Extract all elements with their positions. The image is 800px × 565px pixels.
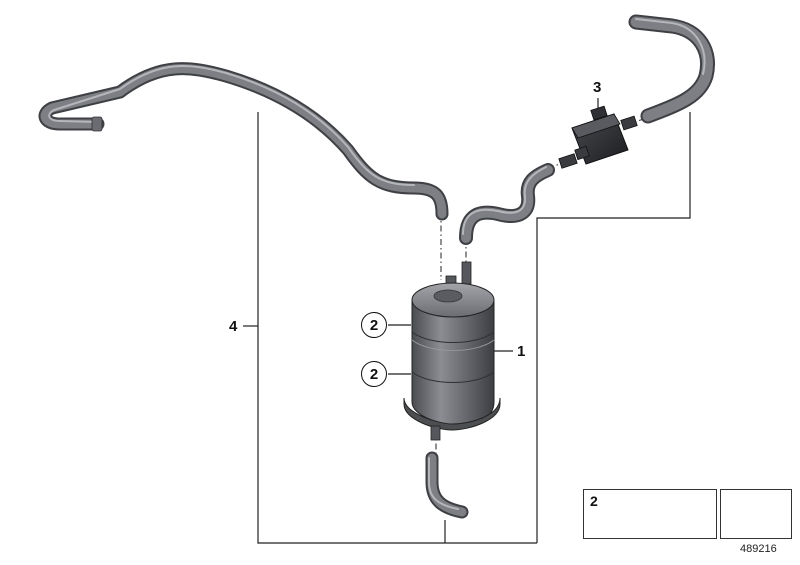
bracket-top-right [542,112,691,219]
hose-middle-s [459,163,555,245]
hose-long-upper-left [38,62,449,221]
legend-part-box [583,489,717,539]
legend-part-number: 2 [590,493,598,509]
carbon-canister [403,261,501,441]
hose-bottom [425,451,469,519]
bracket-lines [243,98,691,544]
bracket-hose-set [257,112,445,544]
hose-end-cap-left [91,116,103,132]
hose-upper-right [628,14,715,124]
bracket-right-vertical [536,217,542,543]
legend-arrow-box [720,489,792,539]
callout-valve: 3 [593,79,602,96]
purge-valve [558,105,638,169]
callout-canister: 1 [517,343,526,360]
callout-hose-set: 4 [229,318,238,335]
callout-clamp-upper: 2 [361,312,387,338]
diagram-id: 489216 [740,543,777,555]
callout-clamp-lower: 2 [361,361,387,387]
